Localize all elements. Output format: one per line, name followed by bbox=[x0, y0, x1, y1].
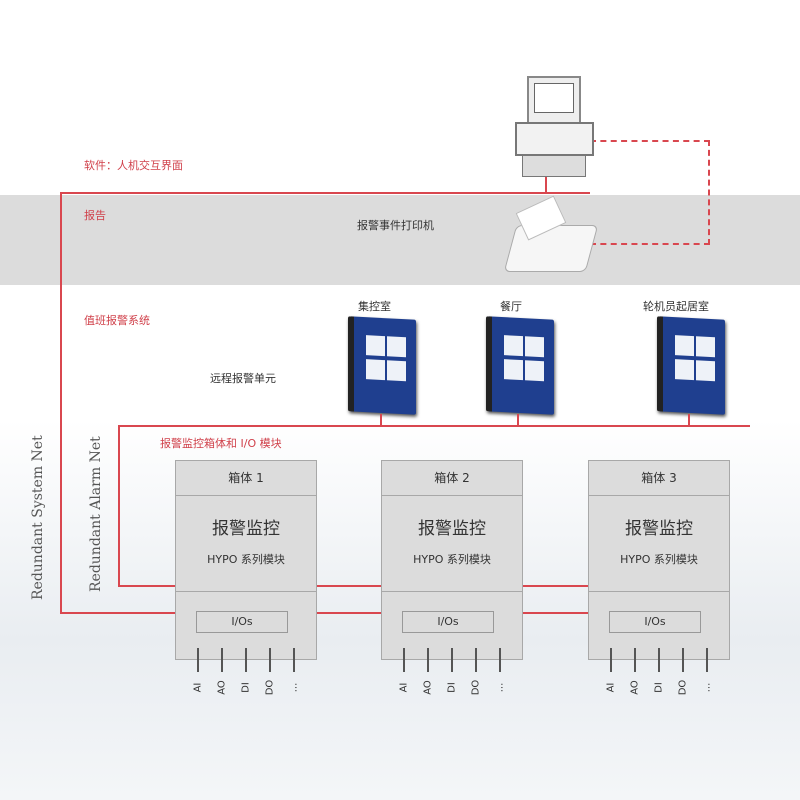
cabinet-name: 箱体 2 bbox=[382, 461, 522, 496]
location-label: 餐厅 bbox=[500, 300, 522, 313]
io-pin-label: AO bbox=[422, 680, 434, 695]
software-label: 软件：人机交互界面 bbox=[84, 159, 183, 172]
io-pin-label: AI bbox=[398, 682, 410, 693]
location-label: 轮机员起居室 bbox=[643, 300, 709, 313]
io-pin-label: DI bbox=[240, 682, 252, 693]
io-pin-label: AI bbox=[192, 682, 204, 693]
remote-alarm-panel bbox=[657, 316, 725, 415]
location-label: 集控室 bbox=[358, 300, 391, 313]
io-pin-label: ... bbox=[701, 682, 713, 693]
io-pin-line bbox=[610, 648, 612, 672]
io-pin-line bbox=[427, 648, 429, 672]
printer-label: 报警事件打印机 bbox=[357, 219, 434, 232]
system-net-top bbox=[60, 192, 590, 194]
io-pin-line bbox=[475, 648, 477, 672]
io-pin-line bbox=[245, 648, 247, 672]
io-pin-label: DI bbox=[446, 682, 458, 693]
printer-icon bbox=[503, 225, 599, 272]
system-net-label: Redundant System Net bbox=[30, 435, 46, 600]
cabinet-1: 箱体 1 报警监控 HYPO 系列模块 I/Os bbox=[175, 460, 317, 660]
cabinet-3: 箱体 3 报警监控 HYPO 系列模块 I/Os bbox=[588, 460, 730, 660]
io-pin-label: AO bbox=[216, 680, 228, 695]
cabinet-title: 报警监控 bbox=[625, 519, 693, 539]
io-pin-label: AI bbox=[605, 682, 617, 693]
cabinet-io-label: 报警监控箱体和 I/O 模块 bbox=[160, 437, 282, 450]
io-pin-label: DO bbox=[470, 679, 482, 696]
cabinet-2: 箱体 2 报警监控 HYPO 系列模块 I/Os bbox=[381, 460, 523, 660]
io-pin-line bbox=[658, 648, 660, 672]
io-pin-line bbox=[269, 648, 271, 672]
remote-unit-label: 远程报警单元 bbox=[210, 372, 276, 385]
alarm-net-label: Redundant Alarm Net bbox=[88, 436, 104, 592]
report-label: 报告 bbox=[84, 209, 106, 222]
duty-alarm-label: 值班报警系统 bbox=[84, 314, 150, 327]
io-module: I/Os bbox=[196, 611, 288, 633]
computer-unit-icon bbox=[515, 122, 594, 156]
remote-alarm-panel bbox=[486, 316, 554, 415]
io-pin-label: ... bbox=[288, 682, 300, 693]
computer-monitor-icon bbox=[527, 76, 581, 124]
io-pin-line bbox=[403, 648, 405, 672]
cabinet-subtitle: HYPO 系列模块 bbox=[620, 553, 698, 566]
alarm-net-left bbox=[118, 425, 120, 586]
io-pin-label: DI bbox=[653, 682, 665, 693]
remote-alarm-panel bbox=[348, 316, 416, 415]
io-pin-line bbox=[499, 648, 501, 672]
printer-link bbox=[590, 140, 710, 245]
io-pin-label: DO bbox=[264, 679, 276, 696]
io-pin-label: DO bbox=[677, 679, 689, 696]
io-pin-label: AO bbox=[629, 680, 641, 695]
cabinet-subtitle: HYPO 系列模块 bbox=[207, 553, 285, 566]
io-pin-line bbox=[221, 648, 223, 672]
io-module: I/Os bbox=[609, 611, 701, 633]
io-pin-line bbox=[451, 648, 453, 672]
cabinet-subtitle: HYPO 系列模块 bbox=[413, 553, 491, 566]
io-pin-line bbox=[197, 648, 199, 672]
io-module: I/Os bbox=[402, 611, 494, 633]
cabinet-title: 报警监控 bbox=[418, 519, 486, 539]
io-pin-line bbox=[706, 648, 708, 672]
keyboard-icon bbox=[522, 155, 586, 177]
panel-drop bbox=[688, 414, 690, 426]
panel-drop bbox=[380, 414, 382, 426]
report-band bbox=[0, 195, 800, 285]
cabinet-title: 报警监控 bbox=[212, 519, 280, 539]
io-pin-line bbox=[634, 648, 636, 672]
panel-drop bbox=[517, 414, 519, 426]
io-pin-line bbox=[682, 648, 684, 672]
alarm-net-top bbox=[118, 425, 750, 427]
io-pin-line bbox=[293, 648, 295, 672]
cabinet-name: 箱体 1 bbox=[176, 461, 316, 496]
computer-drop bbox=[545, 176, 547, 193]
cabinet-name: 箱体 3 bbox=[589, 461, 729, 496]
system-net-left bbox=[60, 192, 62, 613]
io-pin-label: ... bbox=[494, 682, 506, 693]
